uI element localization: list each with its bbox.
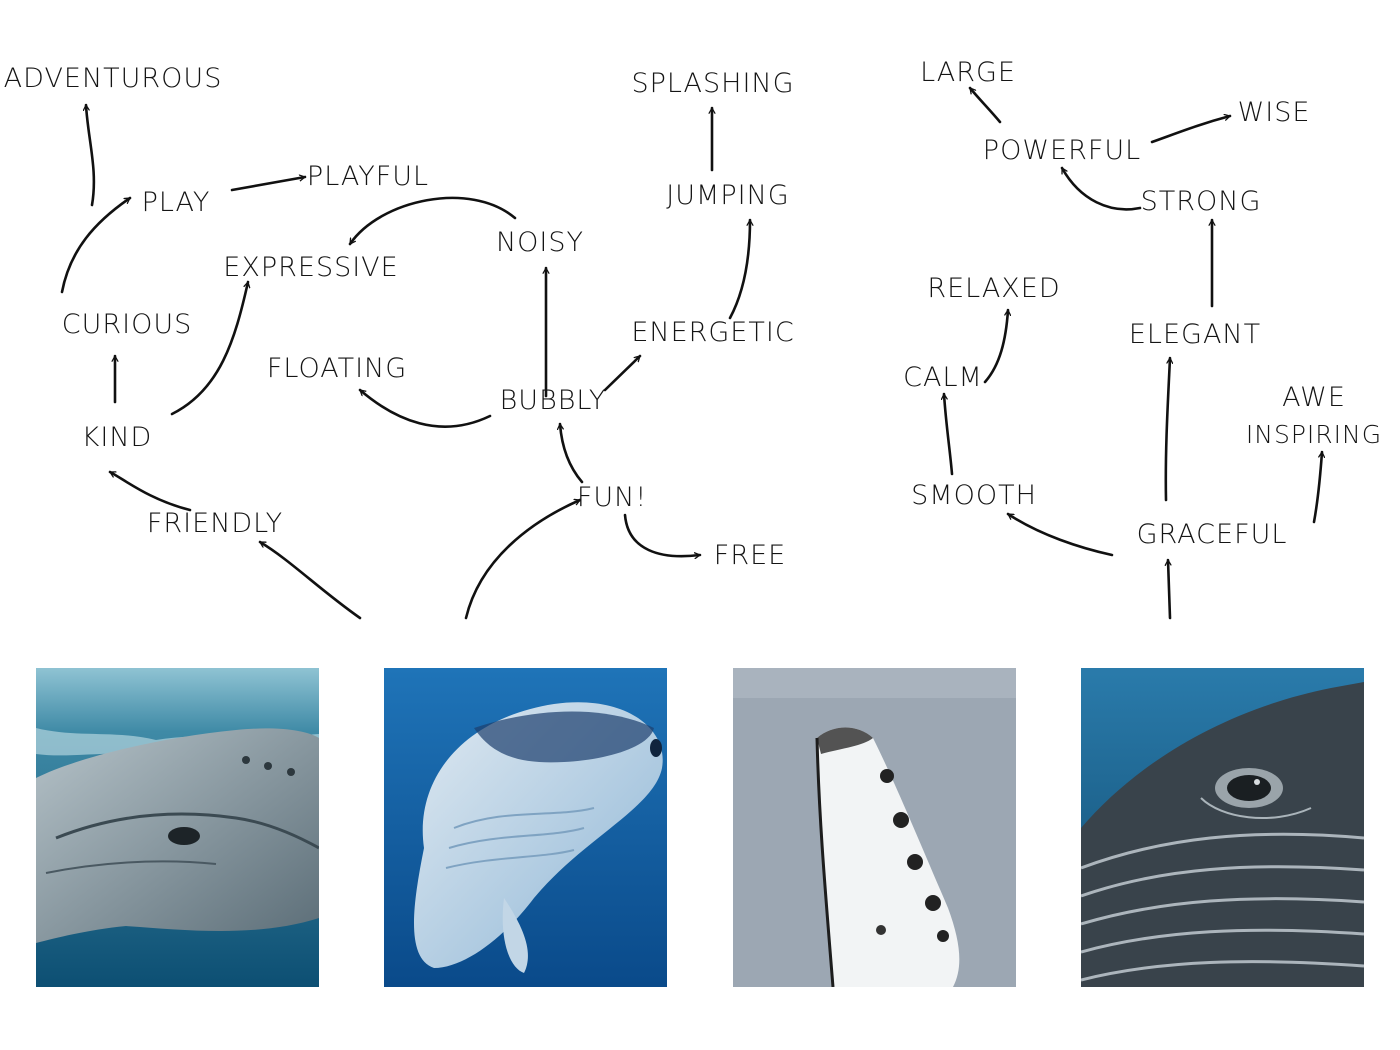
arrow-calm-to-relaxed <box>983 308 1008 384</box>
word-noisy: NOISY <box>495 227 585 258</box>
word-jumping: JUMPING <box>666 180 790 211</box>
arrow-kind-to-expressive <box>170 280 248 416</box>
arrow-strong-to-powerful <box>1060 166 1142 211</box>
arrow-graceful-to-smooth <box>1006 512 1114 557</box>
arrow-smooth-to-calm <box>944 392 954 476</box>
word-floating: FLOATING <box>266 353 408 384</box>
word-curious: CURIOUS <box>61 309 193 340</box>
arrow-graceful-to-awe <box>1312 450 1322 524</box>
word-large: LARGE <box>920 57 1016 88</box>
word-elegant: ELEGANT <box>1128 319 1262 350</box>
arrow-photo4-to-graceful <box>1168 558 1170 620</box>
whale-eye-photo <box>36 668 319 987</box>
whale-eye-closeup-photo <box>1081 668 1364 987</box>
arrow-friendly-to-kind <box>108 470 192 512</box>
word-expressive: EXPRESSIVE <box>223 252 399 283</box>
arrow-bubbly-to-energetic <box>603 354 642 392</box>
word-wise: WISE <box>1237 97 1311 128</box>
word-free: FREE <box>713 540 787 571</box>
word-splashing: SPLASHING <box>631 68 795 99</box>
word-adventurous: ADVENTUROUS <box>3 63 223 94</box>
word-calm: CALM <box>903 362 983 393</box>
arrow-powerful-to-wise <box>1150 116 1232 144</box>
word-kind: KIND <box>81 422 153 453</box>
word-strong: STRONG <box>1140 186 1262 217</box>
arrow-noisy-to-expressive <box>348 196 517 246</box>
arrow-fun-to-bubbly <box>560 422 584 484</box>
word-playful: PLAYFUL <box>306 161 430 192</box>
word-bubbly: BUBBLY <box>499 385 607 416</box>
arrow-fun-to-free <box>623 513 702 556</box>
word-friendly: FRIENDLY <box>146 508 284 539</box>
arrow-play-to-adventurous <box>86 103 96 207</box>
word-smooth: SMOOTH <box>911 480 1037 511</box>
word-relaxed: RELAXED <box>927 273 1061 304</box>
whale-fin-photo <box>733 668 1016 987</box>
arrow-photo1-to-friendly <box>258 540 362 620</box>
word-energetic: ENERGETIC <box>631 317 795 348</box>
arrow-play-to-playful <box>230 177 307 192</box>
word-inspiring: INSPIRING <box>1245 420 1383 449</box>
word-awe: AWE <box>1282 382 1346 413</box>
arrow-photo2-to-fun <box>464 498 582 620</box>
word-powerful: POWERFUL <box>982 135 1142 166</box>
word-fun: FUN! <box>576 482 648 513</box>
arrow-curious-to-play <box>60 196 132 294</box>
arrow-bubbly-to-floating <box>358 388 492 428</box>
whale-belly-photo <box>384 668 667 987</box>
arrow-energetic-to-jumping <box>728 218 750 320</box>
arrow-graceful-to-elegant <box>1164 356 1170 502</box>
word-play: PLAY <box>141 187 211 218</box>
arrow-powerful-to-large <box>968 86 1002 124</box>
word-graceful: GRACEFUL <box>1136 519 1288 550</box>
